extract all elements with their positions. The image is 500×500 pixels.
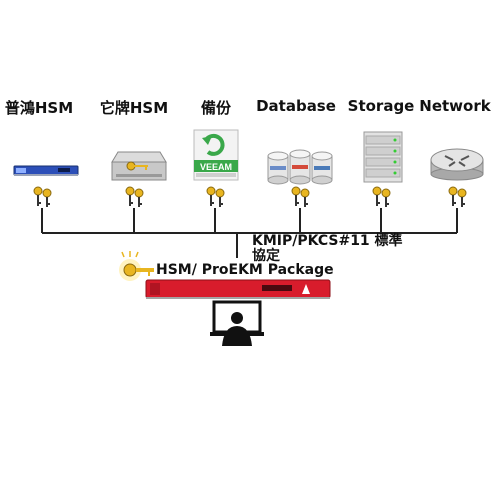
protocol-label: KMIP/PKCS#11 標準協定 xyxy=(252,233,403,264)
connection-lines xyxy=(41,208,458,258)
key-icon xyxy=(372,186,391,208)
storage-array-icon xyxy=(363,131,403,183)
central-hsm-label: HSM/ ProEKM Package xyxy=(156,262,334,278)
router-icon xyxy=(430,148,484,181)
key-icon xyxy=(291,186,310,208)
label-database: Database xyxy=(256,97,336,115)
label-generic-hsm: 普鴻HSM xyxy=(4,99,74,117)
label-backup: 備份 xyxy=(200,99,232,117)
key-icon xyxy=(33,186,52,208)
database-cylinders-icon xyxy=(267,149,333,185)
veeam-logo-text: VEEAM xyxy=(200,162,232,172)
key-icon xyxy=(448,186,467,208)
label-other-hsm: 它牌HSM xyxy=(99,99,169,117)
key-icon xyxy=(125,186,144,208)
veeam-backup-icon: VEEAM xyxy=(193,129,239,181)
operator-workstation-icon xyxy=(210,300,264,346)
label-storage: Storage xyxy=(347,97,415,115)
hsm-appliance-key-icon xyxy=(111,151,167,181)
label-network: Network xyxy=(419,97,491,115)
rack-server-blue-icon xyxy=(13,165,79,176)
red-rack-appliance-icon xyxy=(145,279,331,299)
key-icon xyxy=(206,186,225,208)
key-icon xyxy=(119,251,154,281)
key-pairs xyxy=(33,186,467,208)
